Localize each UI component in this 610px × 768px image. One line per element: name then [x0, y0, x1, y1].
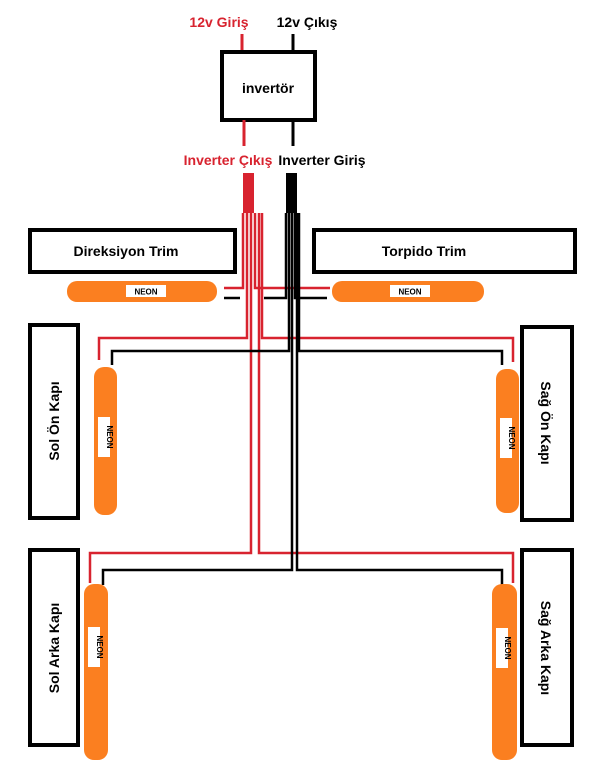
- black-wire-bundle: [286, 173, 297, 213]
- right-front-door-panel: [520, 325, 574, 522]
- neon-label: NEON: [134, 288, 157, 297]
- neon-label: NEON: [398, 288, 421, 297]
- steering-trim-label: Direksiyon Trim: [73, 243, 178, 259]
- 12v-output-label: 12v Çıkış: [277, 14, 338, 30]
- right-rear-door-panel: [520, 548, 574, 747]
- left-rear-door-label: Sol Arka Kapı: [46, 603, 62, 694]
- right-front-neon: NEON: [496, 369, 519, 513]
- dashboard-neon: NEON: [332, 281, 484, 302]
- inverter-box: [220, 50, 317, 122]
- neon-label: NEON: [95, 635, 104, 658]
- left-rear-neon: NEON: [84, 584, 108, 760]
- black-wires: [101, 213, 504, 585]
- red-wire-bundle: [243, 173, 254, 213]
- dashboard-trim-panel: [312, 228, 577, 274]
- inverter-input-label: Inverter Giriş: [278, 152, 365, 168]
- left-front-neon: NEON: [94, 367, 117, 515]
- neon-label: NEON: [503, 636, 512, 659]
- neon-label: NEON: [105, 425, 114, 448]
- inverter-output-label: Inverter Çıkış: [184, 152, 273, 168]
- steering-trim-panel: [28, 228, 237, 274]
- left-rear-door-panel: [28, 548, 80, 747]
- right-rear-door-label: Sağ Arka Kapı: [538, 601, 554, 695]
- inverter-title: invertör: [242, 80, 295, 96]
- 12v-input-label: 12v Giriş: [189, 14, 248, 30]
- steering-neon: NEON: [67, 281, 217, 302]
- right-rear-neon: NEON: [492, 584, 517, 760]
- red-wires: [88, 213, 515, 583]
- left-front-door-panel: [28, 323, 80, 520]
- dashboard-trim-label: Torpido Trim: [382, 243, 467, 259]
- neon-label: NEON: [507, 426, 516, 449]
- left-front-door-label: Sol Ön Kapı: [46, 381, 62, 460]
- right-front-door-label: Sağ Ön Kapı: [538, 381, 554, 464]
